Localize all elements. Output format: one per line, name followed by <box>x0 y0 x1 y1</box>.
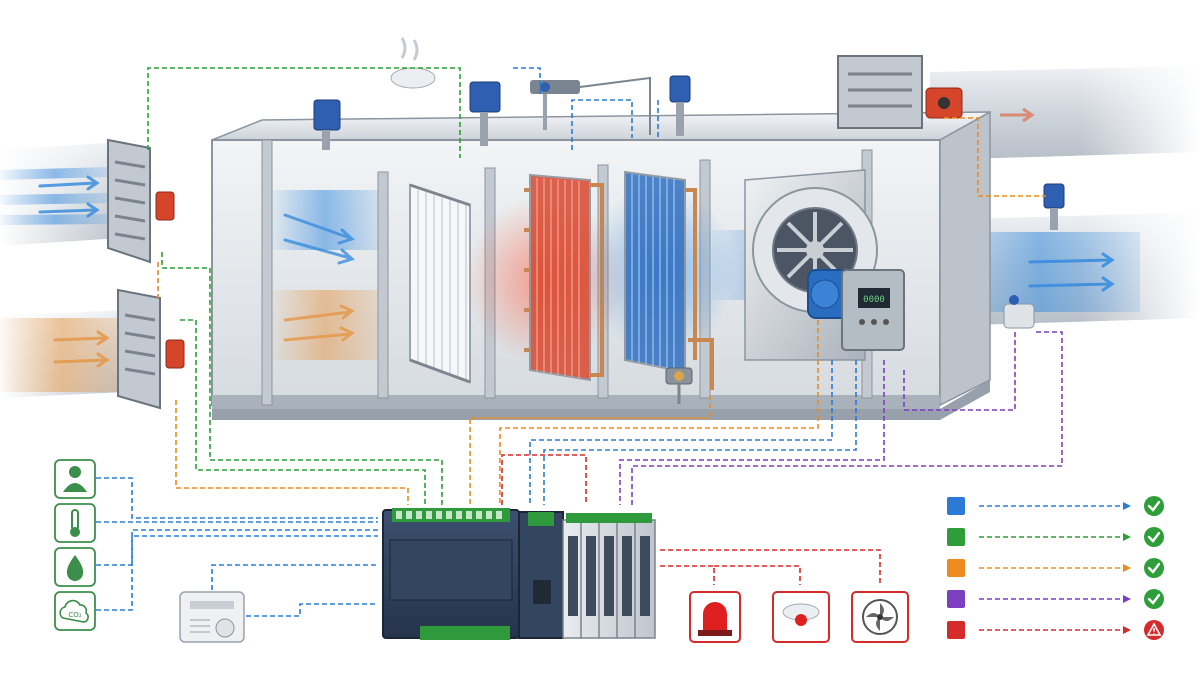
filter-dp-sensor-icon <box>669 75 691 136</box>
ddc-controller[interactable] <box>382 508 656 640</box>
smoke-detector-icon <box>782 603 820 626</box>
signal-wire-green <box>180 319 426 505</box>
signal-wire-blue <box>96 529 378 566</box>
damper-actuator-icon <box>155 191 175 221</box>
legend-row <box>947 558 1164 578</box>
supply-fan-section: 0000 <box>712 169 905 361</box>
signal-wire-purple <box>619 360 885 505</box>
signal-wire-blue <box>96 535 378 611</box>
input-icons: CO₂ <box>54 459 96 631</box>
signal-wire-red <box>660 565 715 585</box>
check-circle-icon <box>1144 496 1164 516</box>
terminal-block-bottom <box>420 626 510 640</box>
cooling-coil-section <box>585 170 735 404</box>
co2-cloud-icon: CO₂ <box>59 599 89 623</box>
exhaust-fan-icon <box>862 599 898 635</box>
filter-section <box>409 183 471 384</box>
alarm-beacon-tile[interactable] <box>689 591 741 643</box>
signal-wire-blue <box>512 67 541 94</box>
signal-wire-blue <box>571 99 633 150</box>
mixing-box-section <box>272 190 378 360</box>
signal-wires <box>96 67 1063 617</box>
smoke-detector-tile[interactable] <box>772 591 830 643</box>
legend-color-swatch <box>947 621 965 639</box>
legend-arrowhead <box>1123 595 1131 603</box>
thermometer-icon <box>70 509 80 537</box>
output-devices <box>689 591 909 643</box>
signal-wire-orange <box>175 400 409 505</box>
damper-actuator-icon <box>925 87 963 119</box>
control-valve-icon <box>665 367 693 404</box>
legend-row <box>947 589 1164 609</box>
co2-tile[interactable]: CO₂ <box>54 591 96 631</box>
signal-wire-green <box>147 67 461 158</box>
warning-triangle-icon <box>1144 620 1164 640</box>
legend-row <box>947 620 1164 640</box>
signal-wire-orange <box>944 117 1046 197</box>
legend-color-swatch <box>947 497 965 515</box>
signal-wire-orange <box>469 395 711 505</box>
alarm-beacon-icon <box>698 602 732 636</box>
signal-wire-red <box>501 454 587 505</box>
duct-pressure-sensor-icon <box>1003 295 1035 329</box>
vfd-drive: 0000 <box>841 269 905 351</box>
signal-wire-orange <box>499 320 819 505</box>
signal-wire-red <box>660 549 881 585</box>
io-expansion-modules <box>562 513 656 639</box>
occupancy-tile[interactable] <box>54 459 96 499</box>
signal-wire-blue <box>246 603 378 617</box>
humidity-tile[interactable] <box>54 547 96 587</box>
exhaust-air-duct <box>930 60 1200 160</box>
signal-wire-blue <box>211 564 378 590</box>
supply-temperature-sensor-icon <box>1043 183 1065 230</box>
return-air-duct <box>0 305 125 405</box>
legend-color-swatch <box>947 559 965 577</box>
signal-wire-blue <box>96 477 378 519</box>
co2-label: CO₂ <box>68 611 81 619</box>
signal-wire-blue <box>529 360 833 505</box>
differential-pressure-switch-icon <box>530 76 651 135</box>
outdoor-air-damper[interactable] <box>107 138 175 264</box>
damper-actuator-icon <box>165 339 185 369</box>
room-thermostat-icon <box>190 601 235 638</box>
signal-wire-red <box>714 565 801 585</box>
pressure-transmitter-icon <box>313 99 341 150</box>
check-circle-icon <box>1144 558 1164 578</box>
return-air-damper[interactable] <box>117 288 185 410</box>
check-circle-icon <box>1144 527 1164 547</box>
temperature-tile[interactable] <box>54 503 96 543</box>
heating-coil-section <box>465 173 625 382</box>
legend-arrowhead <box>1123 626 1131 634</box>
smoke-detector-icon <box>390 37 436 89</box>
exhaust-air-damper[interactable] <box>837 55 963 129</box>
exhaust-fan-tile[interactable] <box>851 591 909 643</box>
humidity-drop-icon <box>66 555 84 581</box>
outdoor-air-duct <box>0 140 120 250</box>
legend-arrowhead <box>1123 502 1131 510</box>
legend-arrowhead <box>1123 564 1131 572</box>
temperature-transmitter-icon <box>469 81 501 146</box>
legend-color-swatch <box>947 590 965 608</box>
legend-color-swatch <box>947 528 965 546</box>
signal-wire-purple <box>903 330 1016 411</box>
signal-legend <box>947 496 1164 640</box>
legend-row <box>947 527 1164 547</box>
legend-row <box>947 496 1164 516</box>
signal-wire-purple <box>631 331 1063 505</box>
signal-wire-green <box>161 252 443 505</box>
check-circle-icon <box>1144 589 1164 609</box>
occupancy-person-icon <box>63 466 87 492</box>
legend-arrowhead <box>1123 533 1131 541</box>
vfd-display: 0000 <box>863 295 885 305</box>
room-thermostat[interactable] <box>179 591 245 643</box>
field-sensors <box>313 37 1065 329</box>
signal-wire-blue <box>543 360 857 505</box>
